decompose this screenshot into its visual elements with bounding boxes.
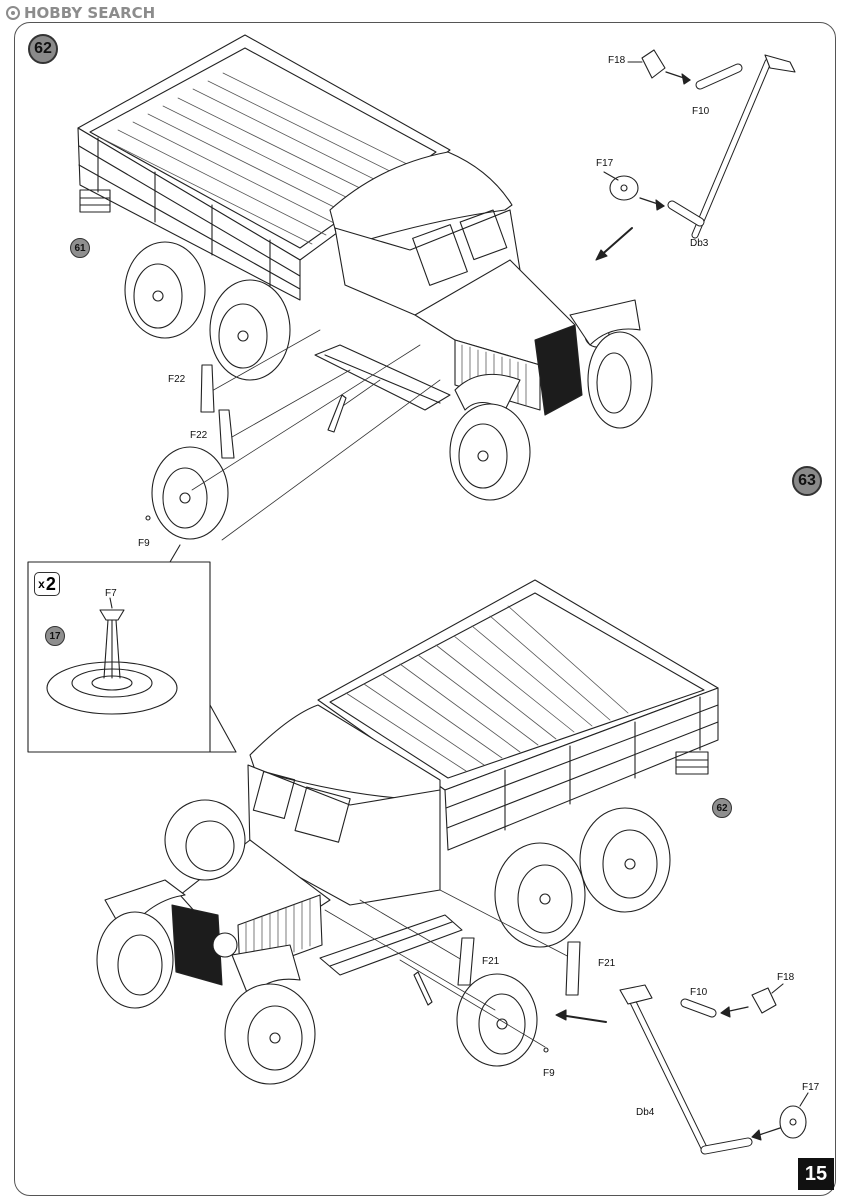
label-f22-a: F22 <box>168 374 186 385</box>
ref-part-17: 17 <box>45 626 65 646</box>
db3-subassembly <box>595 49 796 261</box>
label-f10-top: F10 <box>692 106 710 117</box>
page-frame <box>14 22 836 1196</box>
quantity-x: x <box>38 577 45 591</box>
label-db3: Db3 <box>690 238 709 249</box>
quantity-count: 2 <box>45 573 56 594</box>
label-f17-top: F17 <box>596 158 614 169</box>
label-f22-b: F22 <box>190 430 208 441</box>
watermark-logo-icon <box>6 6 20 20</box>
label-f21-b: F21 <box>598 958 616 969</box>
label-f21-a: F21 <box>482 956 500 967</box>
label-f18-bottom: F18 <box>777 972 795 983</box>
truck-bottom-illustration <box>96 579 719 1085</box>
label-f18-top: F18 <box>608 55 626 66</box>
ref-part-62: 62 <box>712 798 732 818</box>
inset-callout <box>27 544 237 753</box>
label-db4: Db4 <box>636 1107 655 1118</box>
label-f17-bottom: F17 <box>802 1082 820 1093</box>
label-f9-bottom: F9 <box>543 1068 555 1079</box>
page-number: 15 <box>798 1158 834 1190</box>
ref-part-61: 61 <box>70 238 90 258</box>
label-f9-top: F9 <box>138 538 150 549</box>
watermark: HOBBY SEARCH <box>6 4 155 22</box>
label-f7: F7 <box>105 588 117 599</box>
label-f10-bottom: F10 <box>690 987 708 998</box>
truck-top-illustration <box>77 34 653 541</box>
watermark-text: HOBBY SEARCH <box>24 4 156 22</box>
step-63-number: 63 <box>792 466 822 496</box>
db4-subassembly <box>619 983 809 1155</box>
step-62-number: 62 <box>28 34 58 64</box>
